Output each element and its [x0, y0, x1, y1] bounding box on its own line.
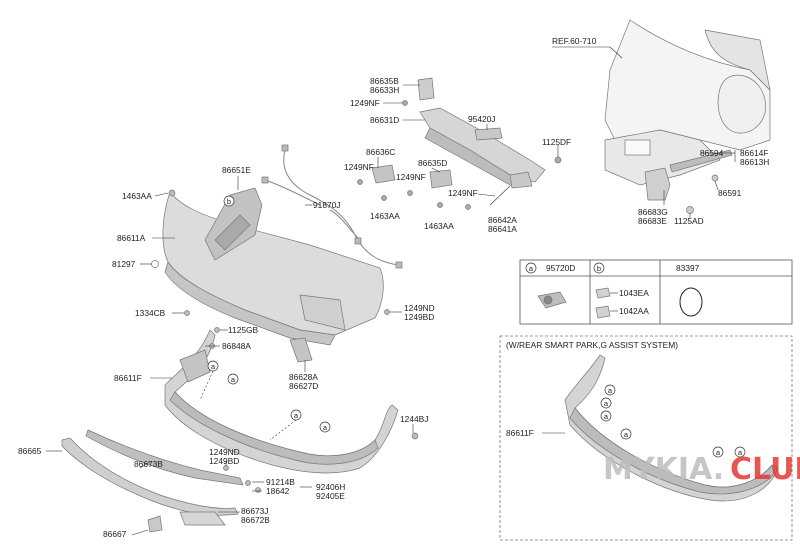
svg-text:a: a [529, 264, 534, 273]
callout-a-lower-4: a [319, 421, 331, 433]
option-callout-a-4: a [712, 446, 724, 458]
label-1249ND-a: 1249ND [404, 303, 435, 313]
rear-bumper-cover [162, 191, 384, 346]
svg-text:a: a [716, 448, 721, 457]
svg-text:a: a [211, 362, 216, 371]
option-callout-a-2: a [600, 410, 612, 422]
label-86636C: 86636C [366, 147, 395, 157]
option-callout-a-6: a [604, 384, 616, 396]
svg-text:b: b [597, 264, 601, 273]
label-95420J: 95420J [468, 114, 495, 124]
legend-table: a 95720D b 83397 1043EA 1042AA [519, 259, 793, 325]
legend-part-1042AA: 1042AA [619, 306, 649, 316]
label-81297: 81297 [112, 259, 136, 269]
bumper-garnish-strip [46, 429, 312, 536]
legend-part-95720D: 95720D [546, 263, 575, 273]
label-1249NF-b: 1249NF [396, 172, 426, 182]
watermark-logo: MYKIA. CLUB [603, 452, 800, 487]
label-91870J: 91870J [313, 200, 340, 210]
label-86651E: 86651E [222, 165, 251, 175]
label-86635D: 86635D [418, 158, 447, 168]
label-1125GB: 1125GB [228, 325, 259, 335]
label-86683E: 86683E [638, 216, 667, 226]
label-1334CB: 1334CB [135, 308, 166, 318]
label-86673J: 86673J [241, 506, 268, 516]
label-1249BD-b: 1249BD [209, 456, 239, 466]
option-callout-a-3: a [620, 428, 632, 440]
svg-text:a: a [231, 375, 236, 384]
legend-part-1043EA: 1043EA [619, 288, 649, 298]
label-86642A: 86642A [488, 215, 517, 225]
ref-60-710-label: REF.60-710 [552, 36, 623, 59]
bumper-beam [357, 77, 562, 210]
label-1463AA-mid1: 1463AA [370, 211, 400, 221]
bumper-cover-fasteners [140, 189, 402, 333]
callout-b-bracket: b [223, 195, 235, 207]
svg-text:a: a [608, 386, 613, 395]
label-1249NF-a: 1249NF [344, 162, 374, 172]
label-86627D: 86627D [289, 381, 318, 391]
label-92405E: 92405E [316, 491, 345, 501]
watermark-text-1: MYKIA. [603, 452, 724, 487]
bumper-side-bracket [204, 176, 263, 261]
label-86848A: 86848A [222, 341, 251, 351]
label-86613H: 86613H [740, 157, 769, 167]
smart-park-option-box: (W/REAR SMART PARK,G ASSIST SYSTEM) a a … [499, 335, 793, 541]
label-1463AA-left: 1463AA [122, 191, 152, 201]
option-callout-a-1: a [600, 397, 612, 409]
svg-text:a: a [604, 399, 609, 408]
label-1125DF: 1125DF [542, 137, 571, 147]
option-box-title: (W/REAR SMART PARK,G ASSIST SYSTEM) [506, 340, 678, 350]
label-86672B: 86672B [241, 515, 270, 525]
label-86641A: 86641A [488, 224, 517, 234]
label-86665: 86665 [18, 446, 42, 456]
label-86611A: 86611A [117, 233, 146, 243]
label-1244BJ: 1244BJ [400, 414, 428, 424]
label-86614F: 86614F [740, 148, 768, 158]
label-86591: 86591 [718, 188, 742, 198]
label-1249ND-b: 1249ND [209, 447, 240, 457]
label-1249NF-top: 1249NF [350, 98, 380, 108]
label-86673B: 86673B [134, 459, 163, 469]
label-86633H: 86633H [370, 85, 399, 95]
label-86631D: 86631D [370, 115, 399, 125]
label-86667: 86667 [103, 529, 127, 539]
side-reflector-parts [644, 149, 736, 218]
label-92406H: 92406H [316, 482, 345, 492]
wiring-harness [261, 144, 403, 269]
ref-60-710-text: REF.60-710 [552, 36, 597, 46]
svg-text:a: a [294, 411, 299, 420]
label-1125AD: 1125AD [674, 216, 704, 226]
label-86611F-option: 86611F [506, 428, 534, 438]
svg-text:b: b [227, 197, 231, 206]
callout-a-lower-1: a [207, 360, 219, 372]
legend-part-83397: 83397 [676, 263, 700, 273]
option-callout-a-5: a [734, 446, 746, 458]
label-86635B: 86635B [370, 76, 399, 86]
label-86683G: 86683G [638, 207, 668, 217]
svg-text:a: a [323, 423, 328, 432]
watermark-text-2: CLUB [730, 452, 800, 487]
label-86628A: 86628A [289, 372, 318, 382]
svg-text:a: a [604, 412, 609, 421]
callout-a-lower-3: a [290, 409, 302, 421]
callout-a-lower-2: a [227, 373, 239, 385]
label-1249NF-c: 1249NF [448, 188, 478, 198]
svg-text:a: a [738, 448, 743, 457]
label-91214B: 91214B [266, 477, 295, 487]
quarter-panel-reference [604, 19, 771, 186]
label-18642: 18642 [266, 486, 290, 496]
label-1463AA-mid2: 1463AA [424, 221, 454, 231]
svg-text:a: a [624, 430, 629, 439]
label-86611F: 86611F [114, 373, 142, 383]
lower-bumper-cover [150, 329, 419, 474]
label-86594: 86594 [700, 148, 724, 158]
label-1249BD-a: 1249BD [404, 312, 434, 322]
